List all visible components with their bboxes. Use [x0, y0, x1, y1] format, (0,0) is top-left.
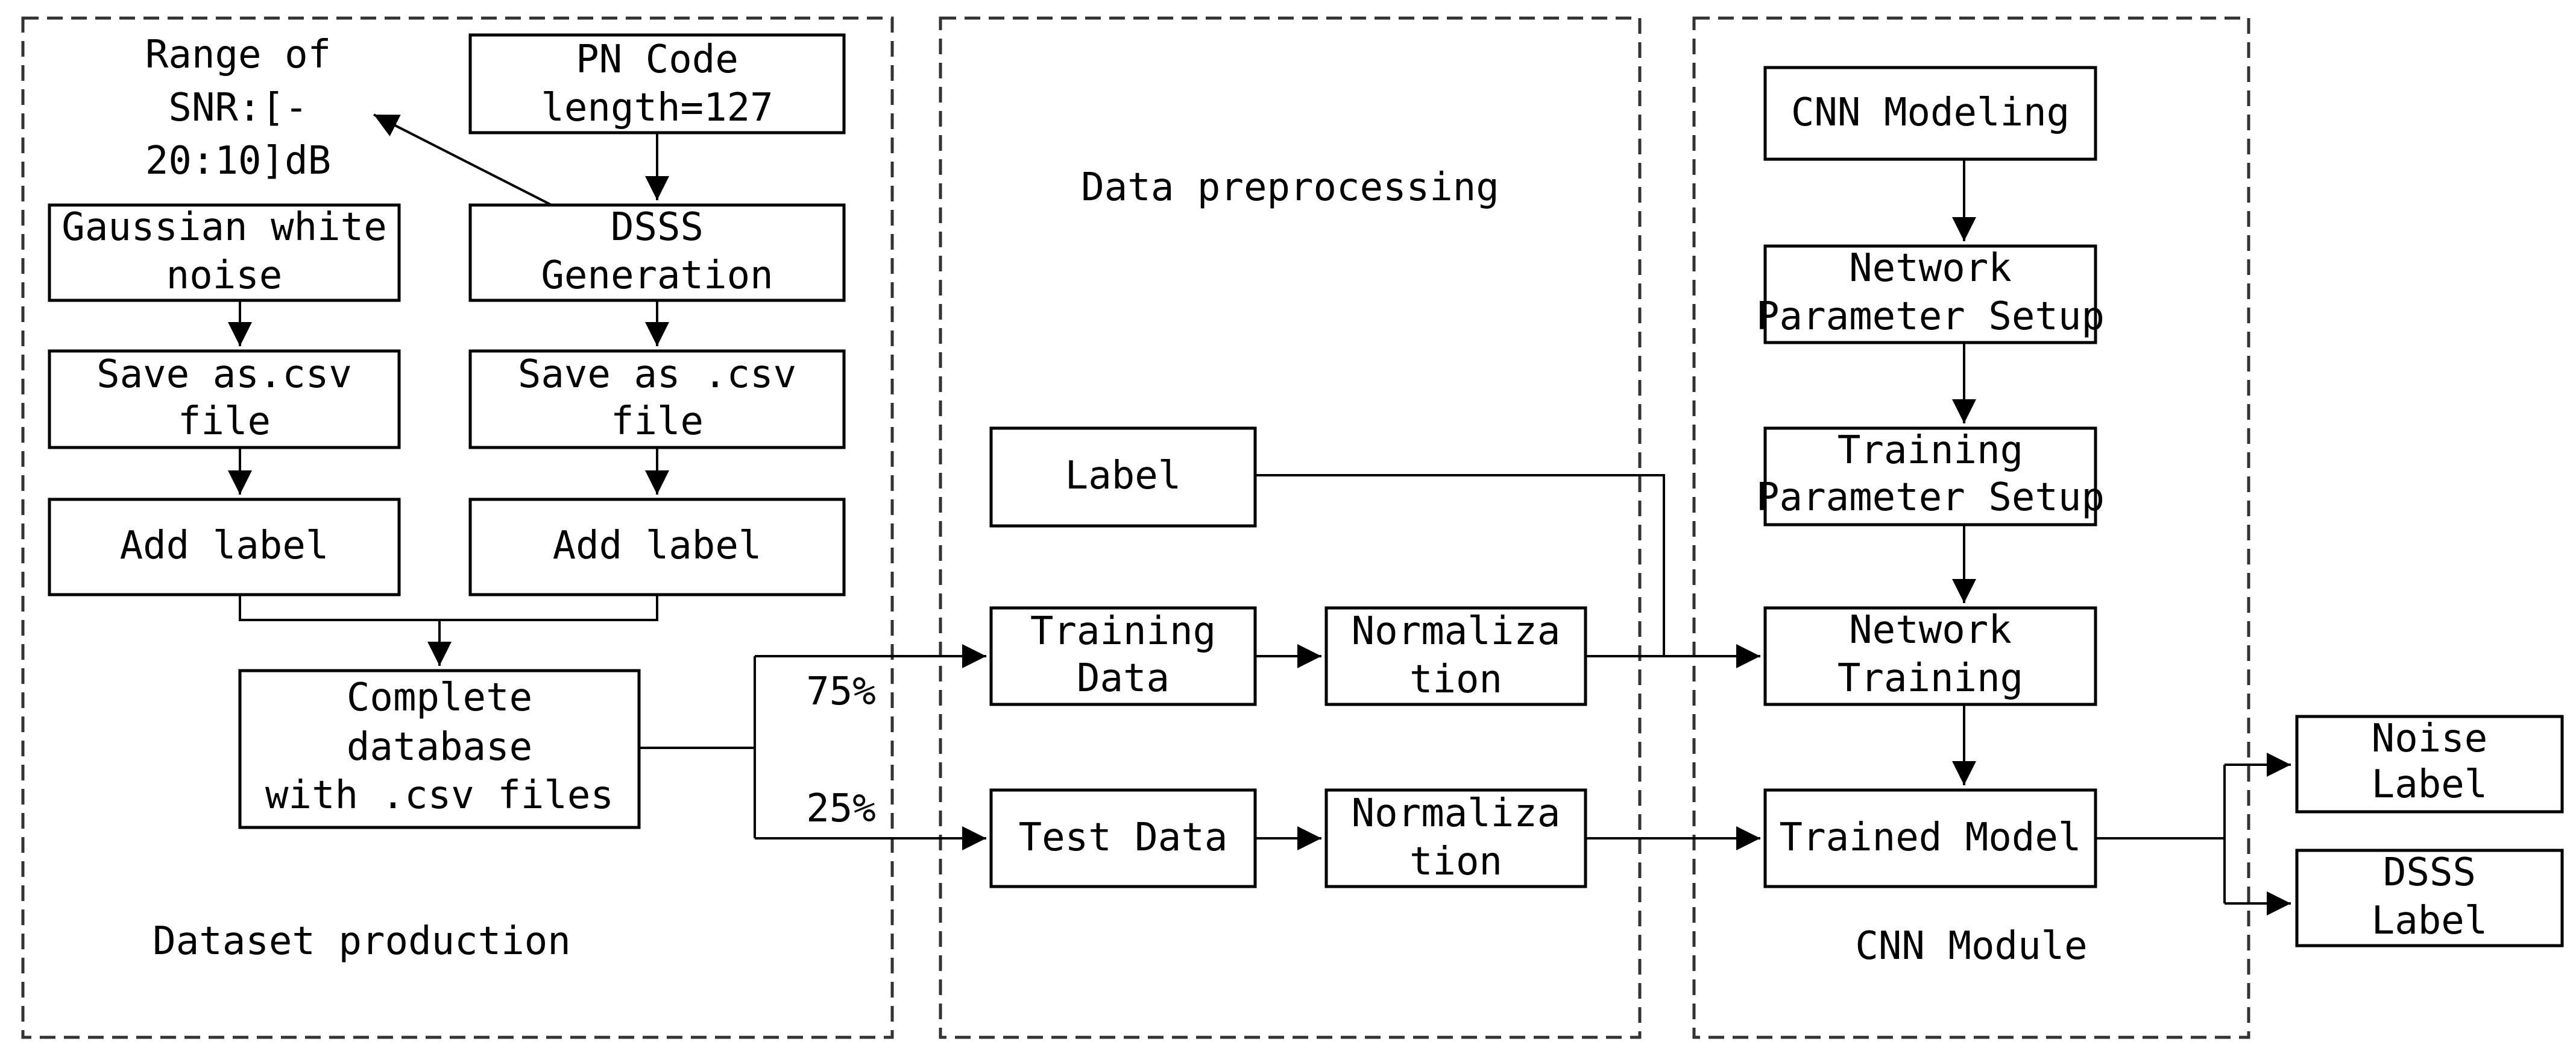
- svg-text:database: database: [347, 725, 532, 770]
- training-data-box: [989, 606, 1257, 706]
- svg-text:Range of: Range of: [145, 33, 331, 77]
- normalization-test-box: [1324, 788, 1587, 888]
- svg-text:Add label: Add label: [120, 523, 329, 568]
- svg-text:Normaliza: Normaliza: [1352, 791, 1561, 836]
- trained-model-box: [1763, 788, 2097, 888]
- add-label-left-box: [48, 498, 401, 596]
- network-training-box: [1763, 606, 2097, 706]
- svg-text:Label: Label: [1065, 454, 1182, 498]
- svg-text:Training: Training: [1838, 656, 2023, 701]
- panel-title-cnn: CNN Module: [1855, 924, 2087, 969]
- svg-text:Complete: Complete: [347, 675, 532, 720]
- svg-text:tion: tion: [1409, 657, 1502, 702]
- output-split-connector: [2096, 765, 2226, 903]
- svg-text:Training: Training: [1030, 609, 1216, 654]
- split-connector: [639, 656, 756, 838]
- merge-connector: [239, 595, 658, 621]
- svg-text:Save as .csv: Save as .csv: [518, 352, 796, 397]
- svg-text:file: file: [611, 399, 704, 444]
- svg-text:DSSS: DSSS: [2383, 850, 2476, 895]
- svg-text:length=127: length=127: [541, 86, 773, 130]
- panel-title-dataset: Dataset production: [153, 919, 571, 964]
- svg-text:Test Data: Test Data: [1019, 815, 1228, 860]
- panel-title-preprocessing: Data preprocessing: [1081, 165, 1499, 210]
- svg-text:Gaussian white: Gaussian white: [61, 205, 386, 250]
- svg-text:Save as.csv: Save as.csv: [96, 352, 352, 397]
- noise-label-box: [2295, 715, 2564, 814]
- svg-text:with .csv files: with .csv files: [265, 773, 614, 818]
- cnn-modeling-box: [1763, 66, 2097, 161]
- svg-text:tion: tion: [1409, 840, 1502, 884]
- normalization-train-box: [1324, 606, 1587, 706]
- svg-text:file: file: [178, 399, 271, 444]
- svg-text:Network: Network: [1849, 608, 2012, 653]
- svg-text:Training: Training: [1838, 428, 2023, 473]
- complete-database-box: [238, 669, 641, 829]
- svg-text:Label: Label: [2372, 899, 2488, 943]
- svg-text:DSSS: DSSS: [611, 205, 704, 250]
- label-to-network-training: [1255, 474, 1665, 655]
- svg-text:Parameter Setup: Parameter Setup: [1756, 294, 2105, 339]
- training-parameter-setup-box: [1763, 426, 2097, 526]
- panel-data-preprocessing: [939, 16, 1642, 1039]
- split-25-label: 25%: [806, 786, 876, 831]
- svg-text:PN Code: PN Code: [576, 37, 738, 82]
- svg-text:Generation: Generation: [541, 253, 773, 298]
- gaussian-noise-box: [48, 203, 401, 302]
- dsss-generation-box: [468, 203, 846, 302]
- svg-text:Trained Model: Trained Model: [1780, 815, 2082, 860]
- svg-text:CNN Modeling: CNN Modeling: [1791, 90, 2070, 135]
- svg-text:20:10]dB: 20:10]dB: [145, 139, 331, 183]
- svg-text:noise: noise: [166, 253, 283, 298]
- svg-text:SNR:[-: SNR:[-: [168, 86, 307, 130]
- svg-text:Add label: Add label: [553, 523, 762, 568]
- network-parameter-setup-box: [1763, 244, 2097, 344]
- svg-text:Noise: Noise: [2372, 716, 2488, 761]
- svg-text:Network: Network: [1849, 246, 2012, 291]
- test-data-box: [989, 788, 1257, 888]
- svg-text:Data: Data: [1077, 656, 1170, 701]
- snr-range-label: Range of SNR:[- 20:10]dB: [145, 33, 331, 183]
- svg-text:Label: Label: [2372, 762, 2488, 807]
- svg-text:Normaliza: Normaliza: [1352, 609, 1561, 654]
- dsss-label-box: [2295, 849, 2564, 947]
- panel-cnn-module: [1692, 16, 2250, 1039]
- svg-text:Parameter Setup: Parameter Setup: [1756, 475, 2105, 520]
- arrow-dsss-to-snr: [373, 113, 552, 206]
- split-75-label: 75%: [806, 669, 876, 714]
- pn-code-box: [468, 33, 846, 134]
- label-box: [989, 426, 1257, 528]
- panel-dataset-production: [21, 16, 894, 1039]
- save-csv-left-box: [48, 349, 401, 449]
